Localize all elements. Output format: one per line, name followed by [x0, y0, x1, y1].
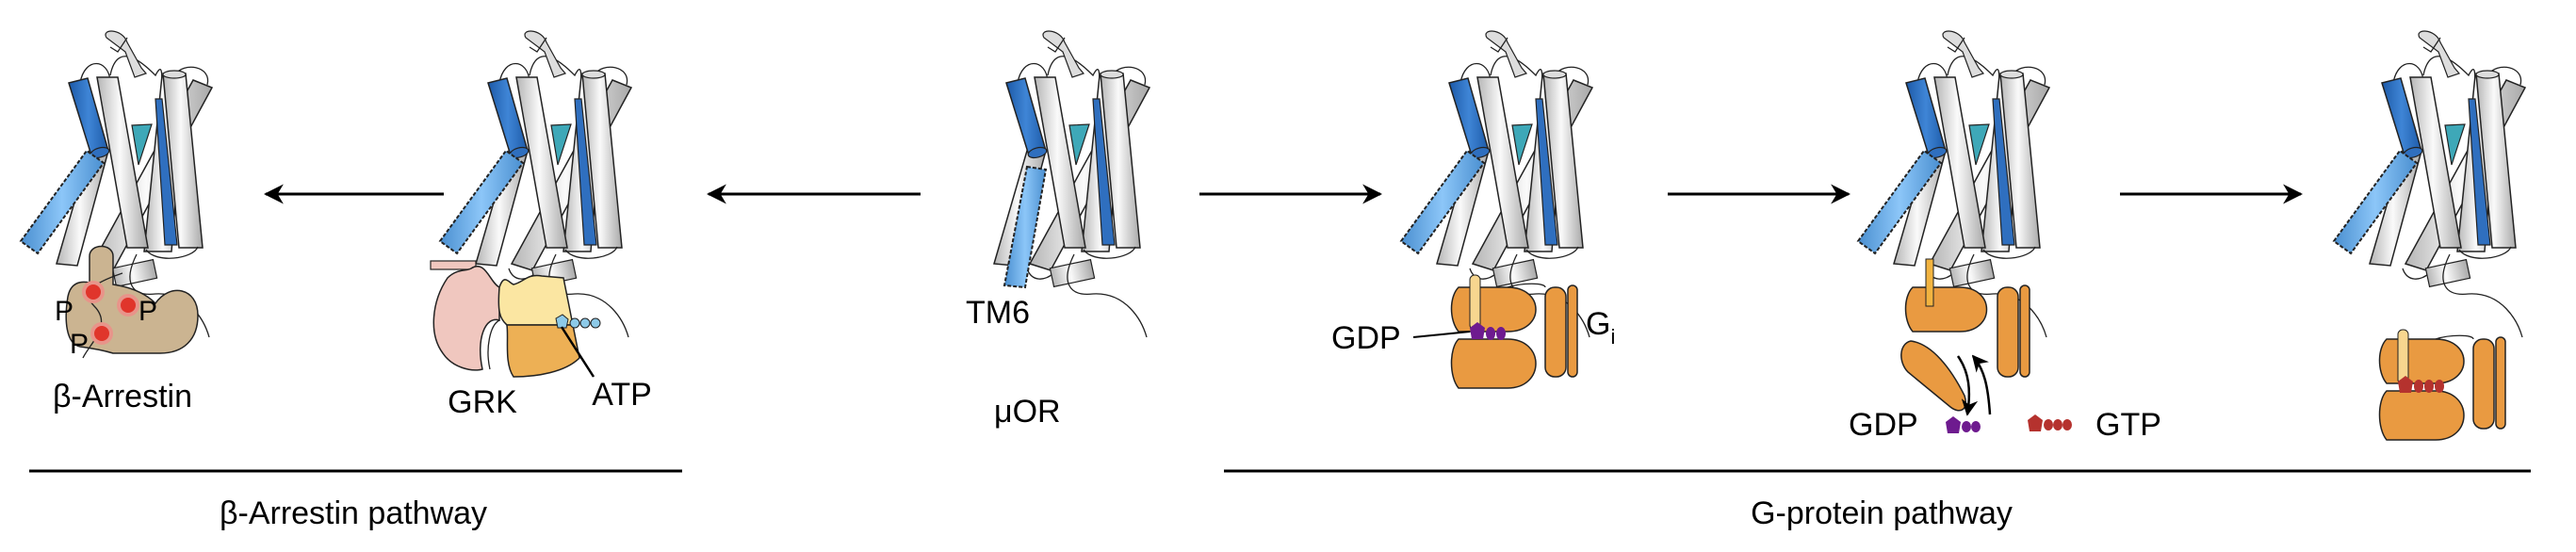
grk-cartoon: [430, 260, 601, 378]
phospho-label: P: [70, 329, 89, 360]
gdp-label: GDP: [1331, 320, 1401, 356]
gtp-molecule: [2028, 414, 2072, 431]
atp-label: ATP: [592, 377, 652, 413]
gi-label: Gi: [1586, 306, 1615, 349]
arrestin-pathway-label: β-Arrestin pathway: [220, 495, 487, 531]
receptor-cartoon: [993, 30, 1150, 338]
gi-gtp-state: [2333, 30, 2526, 441]
nucleotide-exchange-state: GDP GTP: [1849, 30, 2161, 443]
gtp-molecule: [2398, 376, 2444, 393]
release-arrow-icon: [1956, 355, 1979, 416]
tm6-label: TM6: [966, 295, 1030, 331]
gprotein-pathway-label: G-protein pathway: [1751, 495, 2013, 531]
gdp-molecule: [1470, 322, 1506, 340]
gi-gdp-state: GDP Gi: [1331, 30, 1615, 389]
grk-state: GRK ATP: [430, 30, 652, 420]
phospho-label: P: [55, 296, 73, 327]
phospho-label: P: [139, 296, 157, 327]
receptor-cartoon: [2333, 30, 2526, 338]
receptor-inactive-state: TM6 μOR: [966, 30, 1150, 430]
receptor-label: μOR: [994, 394, 1061, 430]
arrestin-label: β-Arrestin: [53, 379, 192, 414]
gtp-label: GTP: [2095, 407, 2161, 443]
grk-label: GRK: [448, 384, 517, 420]
phosphate-sites: [82, 281, 139, 345]
arrestin-state: P P P β-Arrestin: [20, 30, 213, 414]
gdp-molecule: [1946, 416, 1981, 433]
binding-arrow-icon: [1971, 354, 1992, 415]
gdp-released-label: GDP: [1849, 407, 1918, 443]
g-protein-cartoon: [1900, 258, 2030, 412]
